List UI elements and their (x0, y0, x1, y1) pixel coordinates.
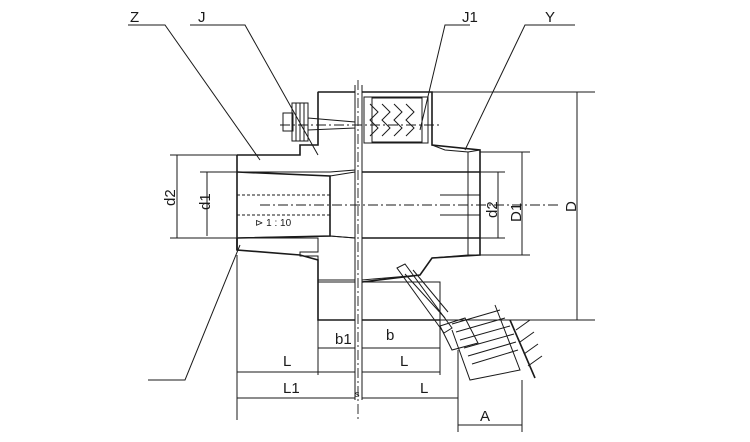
dim-d2-right: d2 (484, 201, 501, 218)
callout-j: J (198, 9, 206, 26)
left-hub (236, 91, 356, 321)
grease-fitting (396, 263, 543, 381)
dimension-lines (170, 91, 595, 432)
dim-L-right-lower: L (420, 380, 428, 397)
dim-A: A (480, 408, 490, 425)
dim-D: D (563, 201, 580, 212)
dim-L-left: L (283, 353, 291, 370)
dim-b1: b1 (335, 331, 352, 348)
taper-note: ⊳ 1 : 10 (255, 218, 292, 229)
dim-b: b (386, 327, 394, 344)
callout-leaders (128, 24, 575, 381)
callout-y: Y (545, 9, 555, 26)
dim-s: s (355, 389, 360, 399)
callout-z: Z (130, 9, 139, 26)
dim-L1: L1 (283, 380, 300, 397)
dim-d1: d1 (197, 193, 214, 210)
dim-D1: D1 (508, 203, 525, 222)
dim-d2-left: d2 (162, 189, 179, 206)
callout-j1: J1 (462, 9, 478, 26)
dim-L-right-upper: L (400, 353, 408, 370)
